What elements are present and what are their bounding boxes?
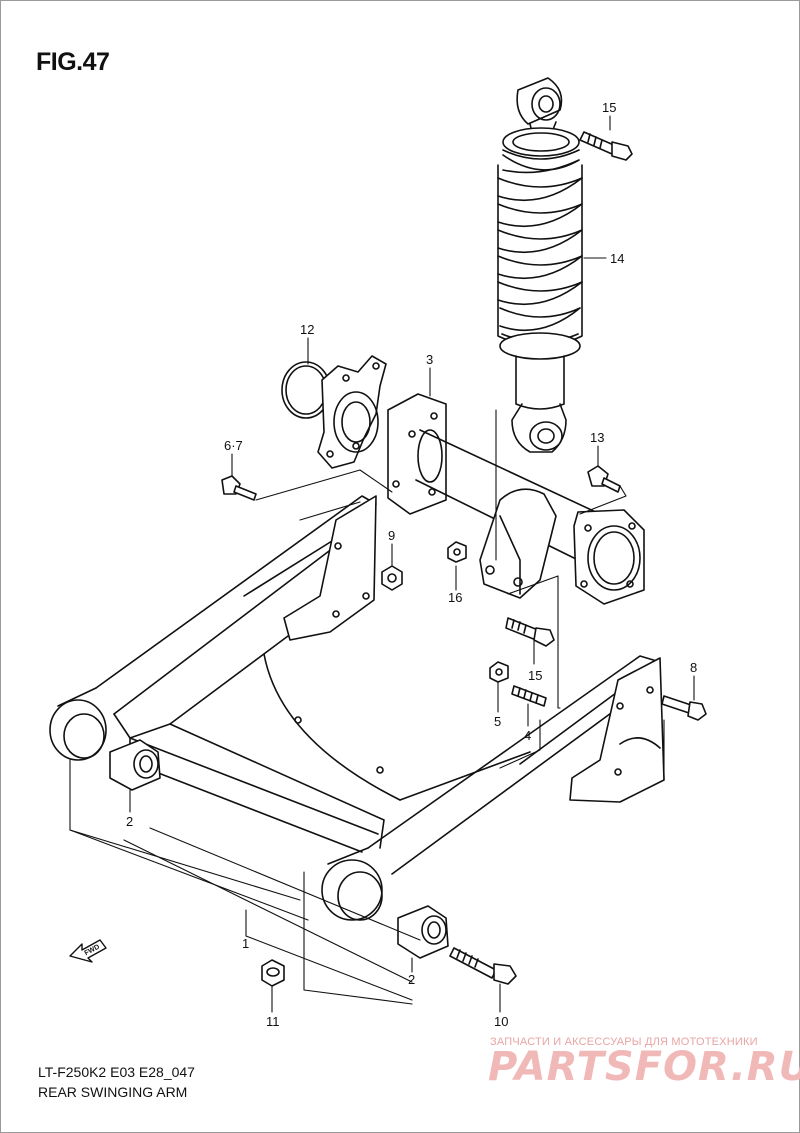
figure-title: FIG.47 <box>36 48 110 76</box>
callout-1: 1 <box>242 936 249 951</box>
nut-5 <box>489 661 509 683</box>
bushing-right <box>397 905 449 959</box>
section-name: REAR SWINGING ARM <box>38 1084 188 1100</box>
callout-15-lower: 15 <box>528 668 542 683</box>
bushing-left <box>109 739 161 791</box>
stud-4 <box>511 685 547 707</box>
callout-12: 12 <box>300 322 314 337</box>
swinging-arm <box>49 495 665 921</box>
callout-2-right: 2 <box>408 972 415 987</box>
callout-3: 3 <box>426 352 433 367</box>
axle-housing <box>387 393 645 605</box>
hub-flange <box>317 355 387 469</box>
nut-11 <box>261 959 285 987</box>
bolt-8 <box>661 695 707 721</box>
callout-2-left: 2 <box>126 814 133 829</box>
callout-16: 16 <box>448 590 462 605</box>
callout-11: 11 <box>266 1014 280 1029</box>
model-code: LT-F250K2 E03 E28_047 <box>38 1064 195 1080</box>
bolt-6-7 <box>221 475 257 501</box>
nut-9 <box>381 565 403 591</box>
callout-9: 9 <box>388 528 395 543</box>
watermark-logo: PARTSFOR.RU <box>488 1044 800 1090</box>
callout-15-top: 15 <box>602 100 616 115</box>
bolt-15-lower <box>505 617 555 647</box>
callout-14: 14 <box>610 251 624 266</box>
bolt-13 <box>587 465 621 493</box>
bolt-15-top <box>579 131 633 161</box>
callout-8: 8 <box>690 660 697 675</box>
callout-6-7: 6·7 <box>224 438 243 453</box>
shock-absorber <box>497 77 583 453</box>
bolt-10 <box>449 947 517 985</box>
leader-lines <box>69 115 695 1013</box>
nut-16 <box>447 541 467 563</box>
callout-13: 13 <box>590 430 604 445</box>
watermark-tagline: ЗАПЧАСТИ И АКСЕССУАРЫ ДЛЯ МОТОТЕХНИКИ <box>490 1036 758 1048</box>
callout-4: 4 <box>524 728 531 743</box>
callout-10: 10 <box>494 1014 508 1029</box>
fwd-arrow-icon: FWD <box>69 939 107 963</box>
callout-5: 5 <box>494 714 501 729</box>
